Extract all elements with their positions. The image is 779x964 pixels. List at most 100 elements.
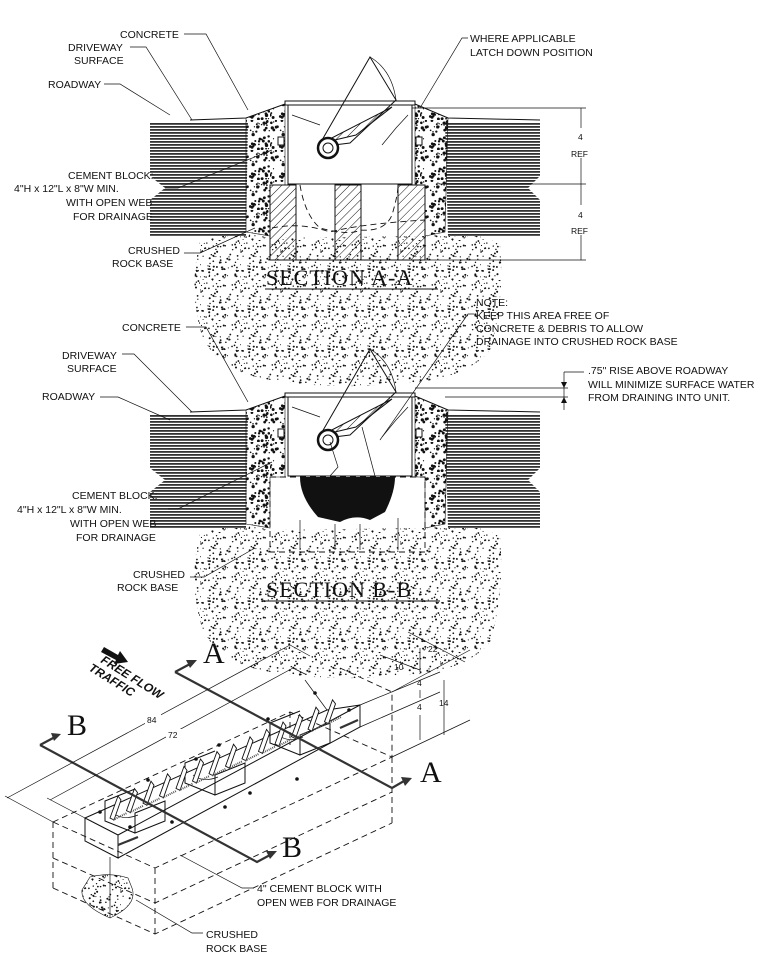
spike-serration [261, 745, 276, 755]
svg-text:REF: REF [571, 226, 588, 236]
hinge-pin-inner [322, 142, 334, 154]
spike [208, 750, 221, 777]
block-bottom-dashed [271, 219, 426, 233]
spike-serration [211, 767, 227, 777]
roadway-right [445, 414, 540, 528]
latch-left [277, 428, 285, 438]
label-cement-block-1: 4" CEMENT BLOCK WITH [257, 883, 382, 895]
rotation-arc [369, 348, 397, 393]
label-cement-2: 4"H x 12"L x 8"W MIN. [17, 504, 122, 516]
svg-text:4: 4 [578, 132, 583, 142]
roadway-left [150, 414, 248, 528]
label-cement-4: FOR DRAINAGE [76, 532, 156, 544]
cement-block-dashed [269, 476, 426, 553]
top-plate [284, 392, 416, 398]
spike [257, 728, 271, 755]
dim-72: 72 [168, 730, 178, 740]
handle [117, 835, 139, 847]
section-mark-b: B [67, 709, 87, 742]
label-driveway-1: DRIVEWAY [62, 350, 117, 362]
spike-serration [112, 812, 128, 821]
flap-lines [291, 114, 409, 146]
dim-4-bottom: 4 [417, 702, 422, 712]
spike [241, 735, 254, 762]
label-cement-3: WITH OPEN WEB [66, 197, 152, 209]
spike [125, 787, 139, 814]
spike [323, 698, 337, 725]
dim-height-lines [419, 648, 445, 740]
bolt [266, 717, 270, 721]
section-mark-a: A [420, 756, 442, 789]
label-concrete: CONCRETE [120, 29, 179, 41]
spike-serration [195, 775, 210, 784]
spike-serration [228, 760, 243, 770]
dim-22: 22 [428, 644, 438, 654]
label-crushed-1: CRUSHED [206, 929, 258, 941]
label-driveway-1: DRIVEWAY [68, 42, 123, 54]
concrete-right [414, 395, 449, 529]
spike [290, 713, 304, 740]
roadway-left [150, 122, 248, 236]
label-crushed-2: ROCK BASE [117, 582, 178, 594]
bolt [347, 708, 351, 712]
latch-right [415, 136, 423, 146]
block-webs [299, 518, 399, 550]
rise-note-2: WILL MINIMIZE SURFACE WATER [588, 379, 755, 391]
section-line-a [174, 671, 405, 790]
bolt [146, 778, 150, 782]
section-mark-b: B [282, 831, 302, 864]
spike [158, 772, 172, 799]
label-driveway-2: SURFACE [67, 363, 117, 375]
section-b-drawing [150, 348, 541, 679]
concrete-left [245, 395, 286, 529]
isometric-view: FREE FLOW TRAFFIC A A B B 84 72 22 10 4 … [4, 631, 471, 955]
bolt [217, 743, 221, 747]
dim-4-top: 4 [417, 678, 422, 688]
drain-unit-housing [287, 395, 413, 477]
unit-end [304, 679, 328, 711]
bolt [194, 757, 198, 761]
cement-block-web [269, 184, 297, 261]
crushed-rock-base [194, 233, 502, 387]
spike-serration [327, 715, 342, 725]
label-crushed-2: ROCK BASE [206, 943, 267, 955]
note-line-3: DRAINAGE INTO CRUSHED ROCK BASE [476, 336, 678, 348]
bolt [295, 777, 299, 781]
section-mark-a: A [203, 637, 225, 670]
spike-serration [277, 738, 293, 747]
label-driveway-2: SURFACE [74, 55, 124, 67]
spike-serration [162, 789, 177, 799]
hinge-pin-inner [322, 434, 334, 446]
spike [224, 743, 238, 769]
bolt [128, 825, 132, 829]
isometric-unit [4, 631, 471, 935]
note-heading: NOTE: [476, 297, 508, 309]
label-crushed-1: CRUSHED [128, 245, 180, 257]
rise-note-3: FROM DRAINING INTO UNIT. [588, 392, 730, 404]
latch-left [277, 136, 285, 146]
label-cement-1: CEMENT BLOCK: [72, 490, 158, 502]
svg-text:4: 4 [578, 210, 583, 220]
section-a-drawing [150, 56, 541, 387]
label-latch-1: WHERE APPLICABLE [470, 33, 576, 45]
roadway-right [445, 122, 540, 236]
svg-text:REF: REF [571, 149, 588, 159]
section-b-title: SECTION B-B [266, 577, 412, 602]
dim-height-extensions [359, 671, 441, 728]
latch-right [415, 428, 423, 438]
label-cement-4: FOR DRAINAGE [73, 211, 153, 223]
dim-84: 84 [147, 715, 157, 725]
dim-10: 10 [394, 662, 404, 672]
bolt [248, 791, 252, 795]
section-line-b-start [39, 736, 56, 746]
rotation-arc [369, 56, 397, 101]
crushed-rock-sample [81, 874, 134, 919]
excavation-edges [52, 712, 393, 934]
rise-note-1: .75" RISE ABOVE ROADWAY [588, 365, 728, 377]
spike-hinge-hatch [321, 106, 393, 144]
spike-serration [244, 752, 260, 762]
spike-serration [129, 804, 144, 814]
cement-block [104, 788, 166, 834]
debris-lines [329, 426, 376, 477]
